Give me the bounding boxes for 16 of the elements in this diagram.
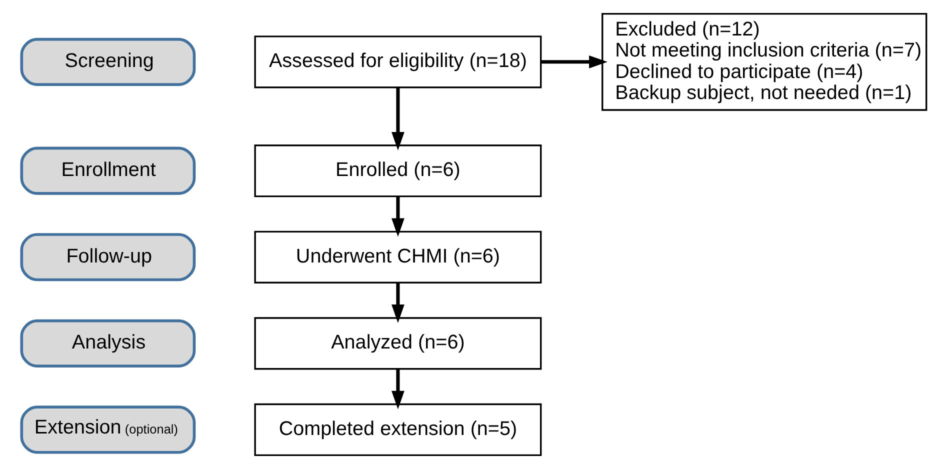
node-box: Extension (optional) bbox=[20, 406, 196, 454]
node-box: Excluded (n=12) Not meeting inclusion criteria (n=7) Declined to participate (n=4) Backup subject, not needed (n=1) bbox=[601, 12, 927, 111]
node-box: Enrolled (n=6) bbox=[254, 144, 542, 198]
node-box: Screening bbox=[20, 38, 196, 86]
node-box: Analyzed (n=6) bbox=[254, 317, 542, 370]
arrow bbox=[540, 55, 607, 68]
node-box: Assessed for eligibility (n=18) bbox=[254, 36, 542, 88]
node-box: Underwent CHMI (n=6) bbox=[254, 230, 542, 284]
arrow bbox=[391, 282, 404, 323]
arrow bbox=[391, 196, 404, 237]
arrow bbox=[391, 369, 404, 410]
node-box: Enrollment bbox=[20, 146, 196, 195]
node-box: Follow-up bbox=[20, 233, 196, 282]
node-box: Analysis bbox=[20, 319, 196, 368]
node-box: Completed extension (n=5) bbox=[254, 403, 542, 456]
arrow bbox=[391, 87, 404, 150]
